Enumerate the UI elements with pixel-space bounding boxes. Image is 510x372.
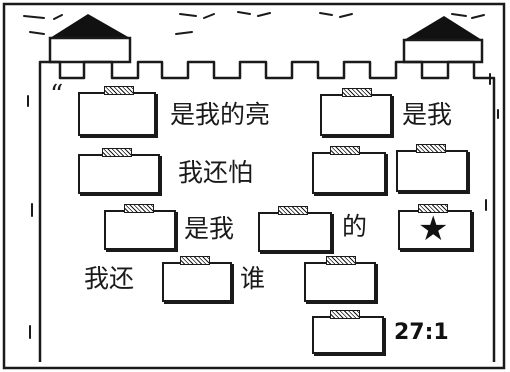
clue-text-row4-b: 谁 <box>240 264 266 293</box>
answer-box-1 <box>78 92 156 136</box>
clue-text-row2-a: 我还怕 <box>178 158 254 187</box>
tape-strip <box>104 86 134 95</box>
tape-strip <box>124 204 154 213</box>
tape-strip <box>342 88 372 97</box>
tape-strip <box>278 206 308 215</box>
tape-strip <box>180 256 210 265</box>
star-box <box>398 210 472 250</box>
tape-strip <box>102 148 132 157</box>
black-star-icon: ★ <box>418 209 449 249</box>
tape-strip <box>330 146 360 155</box>
answer-box-2 <box>320 94 392 136</box>
open-quote-mark: “ <box>50 80 64 110</box>
answer-box-5 <box>396 150 468 192</box>
clue-text-row1-b: 是我 <box>402 100 453 129</box>
clue-text-row3-b: 的 <box>342 212 368 241</box>
clue-text-row3-a: 是我 <box>184 214 235 243</box>
tape-strip <box>418 204 448 213</box>
answer-box-10 <box>312 316 384 354</box>
answer-box-6 <box>104 210 176 250</box>
verse-reference: 27:1 <box>394 320 449 345</box>
answer-box-8 <box>162 262 232 302</box>
answer-box-3 <box>78 154 160 194</box>
tape-strip <box>326 256 356 265</box>
answer-box-7 <box>258 212 332 252</box>
clue-text-row4-a: 我还 <box>84 264 135 293</box>
tape-strip <box>416 144 446 153</box>
tape-strip <box>330 310 360 319</box>
clue-text-row1-a: 是我的亮 <box>170 100 271 129</box>
answer-box-4 <box>312 152 386 194</box>
answer-box-9 <box>304 262 376 302</box>
